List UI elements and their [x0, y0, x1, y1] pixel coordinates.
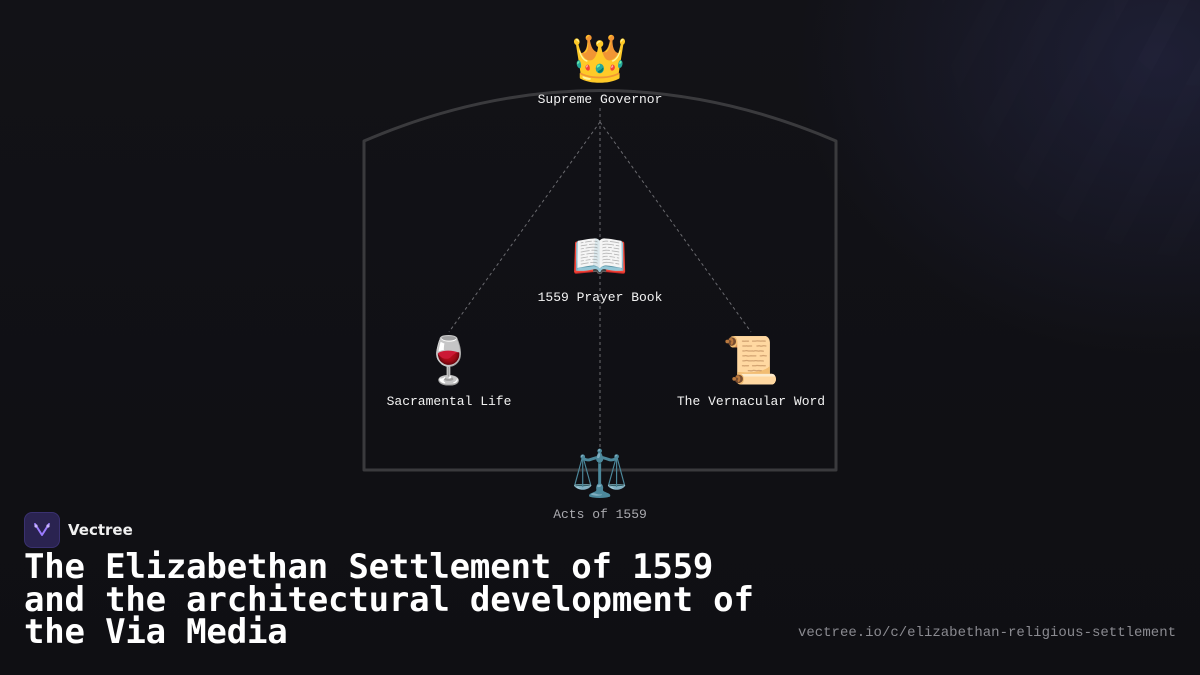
- node-label: 1559 Prayer Book: [537, 290, 663, 305]
- arch-frame: [362, 89, 838, 472]
- vectree-logo-icon: [24, 512, 60, 548]
- brand: Vectree: [24, 512, 133, 548]
- node-label: The Vernacular Word: [676, 394, 826, 409]
- node-label: Sacramental Life: [386, 394, 512, 409]
- background-rays: [680, 0, 1200, 520]
- brand-name: Vectree: [68, 521, 133, 539]
- node-sacramental-life: 🍷 Sacramental Life: [387, 334, 512, 409]
- source-url: vectree.io/c/elizabethan-religious-settl…: [797, 625, 1176, 641]
- scroll-icon: 📜: [722, 333, 780, 387]
- open-book-icon: 📖: [571, 229, 629, 283]
- node-acts-of-1559: ⚖️ Acts of 1559: [553, 447, 647, 522]
- connector-top-right: [599, 121, 752, 333]
- connector-top-left: [448, 121, 601, 333]
- balance-scale-icon: ⚖️: [571, 446, 629, 500]
- crown-icon: 👑: [571, 31, 629, 85]
- page-title: The Elizabethan Settlement of 1559 and t…: [24, 547, 754, 652]
- node-vernacular-word: 📜 The Vernacular Word: [677, 334, 825, 409]
- node-label: Acts of 1559: [553, 507, 647, 522]
- node-supreme-governor: 👑 Supreme Governor: [538, 32, 663, 107]
- node-prayer-book: 📖 1559 Prayer Book: [538, 230, 663, 305]
- wine-glass-icon: 🍷: [420, 333, 478, 387]
- node-label: Supreme Governor: [537, 92, 663, 107]
